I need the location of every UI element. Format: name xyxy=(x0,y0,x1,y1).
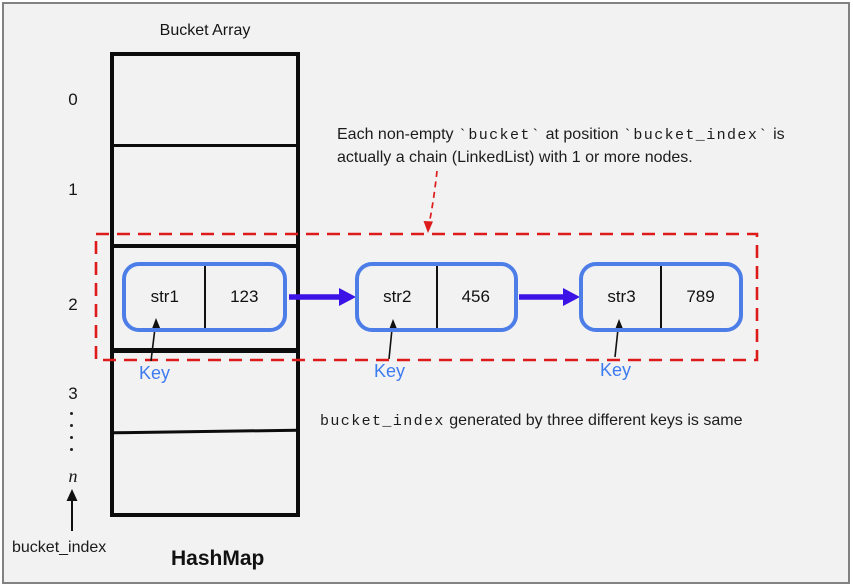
annotation-text: is xyxy=(768,126,785,143)
node2-divider xyxy=(435,266,438,328)
index-label-1: 1 xyxy=(68,180,78,199)
bucket-index-axis-label: bucket_index xyxy=(12,539,107,556)
list-node-1: str1 123 xyxy=(122,262,287,332)
node2-value: 456 xyxy=(461,287,490,306)
node1-divider xyxy=(203,266,206,328)
chain-annotation-line2: actually a chain (LinkedList) with 1 or … xyxy=(337,149,693,166)
index-label-0: 0 xyxy=(68,90,78,109)
index-label-n: n xyxy=(68,466,78,486)
note-code-bucket-index: bucket_index xyxy=(320,413,445,430)
index-label-2: 2 xyxy=(68,295,78,314)
note-text: generated by three different keys is sam… xyxy=(444,412,743,429)
list-node-2: str2 456 xyxy=(355,262,518,332)
bucket-array-title: Bucket Array xyxy=(159,22,251,39)
key-label-3: Key xyxy=(600,360,632,380)
annotation-code-bucket-index: `bucket_index` xyxy=(623,127,769,144)
node3-key: str3 xyxy=(607,287,636,306)
node2-key: str2 xyxy=(383,287,412,306)
bucket-index-note: bucket_index generated by three differen… xyxy=(320,410,820,433)
node1-key: str1 xyxy=(150,287,179,306)
bucket-divider-0-1 xyxy=(113,144,297,147)
key-label-1: Key xyxy=(139,363,171,383)
annotation-text: at position xyxy=(541,126,623,143)
key-label-2: Key xyxy=(374,361,406,381)
node3-value: 789 xyxy=(686,287,715,306)
node3-divider xyxy=(660,266,662,328)
node1-value: 123 xyxy=(230,287,259,306)
annotation-code-bucket: `bucket` xyxy=(457,127,542,144)
index-label-3: 3 xyxy=(68,384,78,403)
chain-annotation: Each non-empty `bucket` at position `buc… xyxy=(337,124,837,169)
bucket-divider-1-2 xyxy=(112,244,298,248)
annotation-text: Each non-empty xyxy=(337,126,458,143)
index-ellipsis xyxy=(70,412,73,460)
hashmap-title: HashMap xyxy=(171,547,265,570)
chain-annotation-line1: Each non-empty `bucket` at position `buc… xyxy=(337,124,837,147)
list-node-3: str3 789 xyxy=(579,262,743,332)
bucket-divider-2-3 xyxy=(112,348,298,353)
